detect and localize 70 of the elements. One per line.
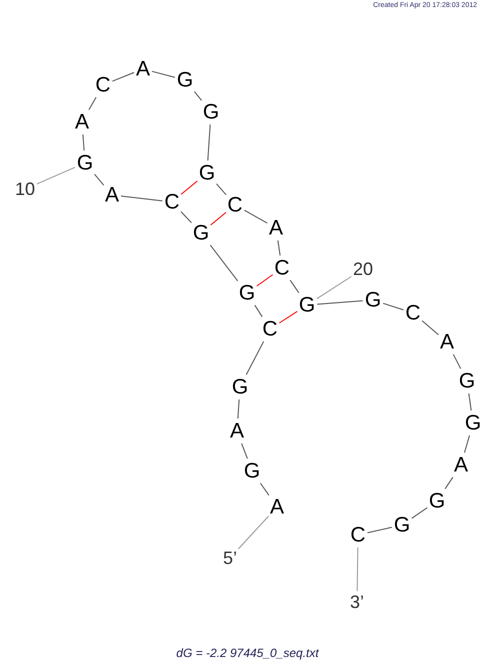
nucleotide-letter: A: [270, 496, 284, 518]
nucleotide-letter: G: [176, 70, 194, 90]
backbone-line: [254, 304, 263, 318]
base-pair-line: [210, 212, 226, 226]
backbone-line: [316, 300, 364, 305]
backbone-line: [237, 399, 240, 419]
nucleotide-letter: C: [274, 258, 290, 278]
nucleotide-letter: C: [350, 524, 366, 546]
nucleotide-letter: G: [464, 412, 482, 434]
nucleotide-letter: A: [454, 454, 468, 476]
backbone-line: [151, 70, 176, 78]
backbone-line: [246, 340, 264, 376]
nucleotide-letter: A: [105, 184, 119, 206]
nucleotide-letter: C: [262, 318, 278, 340]
nucleotide-letter: G: [238, 282, 256, 304]
nucleotide-letter: C: [227, 194, 243, 216]
nucleotide-letter: C: [405, 302, 421, 324]
backbone-line: [180, 211, 192, 224]
backbone-line: [194, 91, 202, 101]
nucleotide-letter: G: [76, 152, 94, 174]
strand-end-label: 3’: [350, 593, 364, 611]
nucleotide-letter: G: [202, 102, 220, 122]
position-number: 20: [352, 260, 374, 278]
backbone-line: [244, 210, 268, 224]
position-number: 10: [14, 180, 36, 198]
base-pair-line: [180, 180, 198, 195]
backbone-line: [290, 280, 300, 294]
backbone-line: [422, 320, 439, 336]
backbone-line: [88, 96, 97, 110]
backbone-line: [207, 124, 211, 161]
nucleotide-letter: A: [230, 420, 244, 442]
nucleotide-letter: A: [75, 112, 89, 132]
nucleotide-letter: G: [428, 490, 446, 512]
backbone-line: [452, 354, 462, 370]
nucleotide-letter: G: [298, 294, 316, 316]
backbone-line: [260, 482, 270, 496]
nucleotide-letter: G: [192, 222, 210, 244]
backbone-line: [216, 183, 227, 196]
leader-line: [36, 166, 76, 184]
nucleotide-letter: G: [232, 376, 248, 398]
nucleotide-letter: G: [244, 460, 260, 482]
backbone-line: [241, 442, 248, 460]
backbone-line: [367, 526, 392, 534]
backbone-line: [120, 196, 163, 202]
backbone-line: [411, 507, 428, 519]
nucleotide-letter: C: [95, 74, 111, 96]
nucleotide-letter: C: [164, 192, 180, 212]
nucleotide-letter: G: [394, 514, 410, 536]
strand-end-label: 5’: [223, 549, 237, 567]
backbone-line: [82, 134, 85, 151]
leader-line: [356, 547, 358, 592]
nucleotide-letter: A: [269, 218, 283, 238]
nucleotide-letter: G: [198, 162, 216, 184]
caption-text: dG = -2.2 97445_0_seq.txt: [176, 647, 319, 659]
backbone-line: [468, 393, 472, 411]
nucleotide-letter: A: [136, 58, 150, 80]
base-pair-line: [278, 310, 298, 324]
leader-line: [238, 516, 270, 550]
backbone-line: [277, 240, 281, 256]
leader-line: [316, 276, 352, 300]
base-pair-line: [256, 274, 274, 286]
nucleotide-letter: G: [364, 290, 382, 310]
backbone-line: [210, 244, 238, 282]
backbone-line: [112, 72, 135, 82]
backbone-line: [382, 302, 404, 310]
backbone-line: [464, 434, 470, 454]
nucleotide-letter: A: [440, 332, 454, 352]
backbone-line: [444, 476, 454, 490]
nucleotide-letter: G: [458, 370, 476, 392]
backbone-line: [94, 174, 104, 186]
